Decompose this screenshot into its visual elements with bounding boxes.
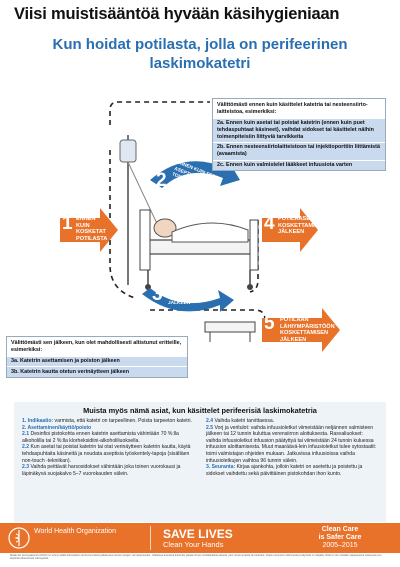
page-title: Viisi muistisääntöä hyvään käsihygieniaa… — [14, 5, 340, 23]
moment-1-label: ENNEN KUIN KOSKETAT POTILASTA — [76, 216, 108, 242]
reminder-item: 1. Indikaatio: varmista, että katetri on… — [22, 418, 192, 424]
after-body-fluid-info-box: Välittömästi sen jälkeen, kun olet mahdo… — [6, 336, 188, 379]
clean-care-badge: Clean Care is Safer Care 2005–2015 — [286, 526, 394, 550]
reminder-item: 2.1 Desinfioi pistokohta ennen katetrin … — [22, 431, 179, 444]
page-subtitle: Kun hoidat potilasta, jolla on perifeeri… — [52, 36, 348, 72]
before-box-item-2b: 2b. Ennen nesteensiirtolaitteistoon tai … — [213, 141, 385, 160]
reminders-right-column: 2.4 Vaihda katetri tarvittaessa. 2.5 Vor… — [206, 418, 378, 477]
disclaimer-text: Maailman terveysjärjestö (WHO) on tehnyt… — [10, 554, 382, 561]
moment-2-number: 2 — [156, 170, 167, 191]
clean-care-line1: Clean Care — [321, 526, 359, 533]
before-box-header: Välittömästi ennen kuin käsittelet katet… — [217, 102, 368, 115]
moment-5-label: POTILAAN LÄHIYMPÄRISTÖÖN KOSKETTAMISEN J… — [280, 317, 335, 343]
reminder-item: 2.4 Vaihda katetri tarvittaessa. — [206, 418, 275, 424]
moment-5-number: 5 — [264, 313, 275, 334]
moment-3-label: ERITTEIDEN KÄSITTELYN JÄLKEEN — [168, 288, 198, 307]
before-aseptic-info-box: Välittömästi ennen kuin käsittelet katet… — [212, 98, 386, 172]
reminders-left-column: 1. Indikaatio: varmista, että katetri on… — [22, 418, 194, 477]
after-box-item-3b: 3b. Katetrin kautta otetun verinäytteen … — [7, 366, 187, 378]
footer-bar — [0, 523, 400, 553]
clean-your-hands-text: Clean Your Hands — [163, 540, 224, 549]
reminders-title: Muista myös nämä asiat, kun käsittelet p… — [83, 406, 317, 415]
reminders-section — [14, 402, 386, 522]
before-box-item-2c: 2c. Ennen kuin valmistelet lääkkeet infu… — [213, 159, 385, 171]
footer-divider — [150, 526, 151, 550]
reminder-item: 2.2 Kun asetat tai poistat katetrin tai … — [22, 444, 191, 464]
who-logo-text: World Health Organization — [34, 528, 116, 535]
clean-care-line2: is Safer Care — [318, 534, 362, 541]
after-box-item-3a: 3a. Katetrin asettamisen ja poiston jälk… — [7, 355, 187, 367]
reminder-item: 2. Asettaminen/käyttö/poisto — [22, 424, 92, 431]
who-emblem-icon — [8, 527, 30, 549]
moment-4-number: 4 — [264, 213, 275, 234]
campaign-years: 2005–2015 — [322, 542, 358, 549]
moment-4-label: POTILAASEEN KOSKETTAMISEN JÄLKEEN — [278, 216, 327, 236]
before-box-item-2a: 2a. Ennen kuin asetat tai poistat katetr… — [213, 117, 385, 142]
moment-1-number: 1 — [62, 213, 73, 234]
reminder-item: 3. Seuranta: Kirjaa ajankohta, jolloin k… — [206, 464, 363, 477]
moment-3-number: 3 — [152, 284, 163, 305]
after-box-header: Välittömästi sen jälkeen, kun olet mahdo… — [11, 340, 182, 353]
reminder-item: 2.5 Vorj ja veritulot: vaihda infuusiole… — [206, 424, 377, 464]
reminder-item: 2.3 Vaihda peittävät harsosidokset vähin… — [22, 464, 181, 477]
save-lives-text: SAVE LIVES — [163, 527, 233, 541]
